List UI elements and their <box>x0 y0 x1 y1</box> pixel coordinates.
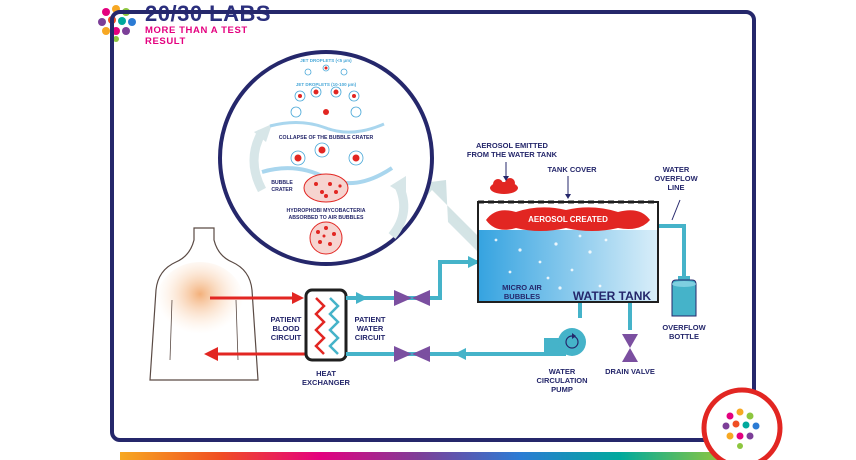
patient-blood-label-1: PATIENT <box>271 315 302 324</box>
micro-air-label-1: MICRO AIR <box>502 283 542 292</box>
aerosol-emitted-label-1: AEROSOL EMITTED <box>476 141 549 150</box>
patient-torso <box>149 227 259 381</box>
water-tank-label: WATER TANK <box>573 289 652 303</box>
overflow-bottle-label-1: OVERFLOW <box>662 323 706 332</box>
diagram-frame <box>110 10 756 442</box>
heat-exchanger-label-2: EXCHANGER <box>302 378 351 387</box>
heat-exchanger <box>304 288 348 362</box>
brand-tagline: MORE THAN A TEST RESULT <box>145 25 248 47</box>
patient-water-label-1: PATIENT <box>355 315 386 324</box>
valve-upper-icon <box>394 290 430 306</box>
inset-absorbed-label-2: ABSORBED TO AIR BUBBLES <box>289 215 364 221</box>
circulation-pump-icon <box>544 328 586 356</box>
water-overflow-label-1: WATER <box>663 165 690 174</box>
aerosol-created-label: AEROSOL CREATED <box>528 215 608 224</box>
water-overflow-label-2: OVERFLOW <box>654 174 698 183</box>
drain-valve-label: DRAIN VALVE <box>605 367 655 376</box>
valve-lower-icon <box>394 346 430 362</box>
inset-bubble-label: BUBBLE <box>271 180 293 186</box>
inset-jet-small-label: JET DROPLETS (<5 μm) <box>300 58 352 63</box>
tank-cover-label: TANK COVER <box>547 165 597 174</box>
water-tank <box>477 200 659 303</box>
aerosol-inset-circle: JET DROPLETS (<5 μm) JET DROPLETS (10-10… <box>218 50 434 266</box>
drain-valve-icon <box>622 334 638 362</box>
inset-absorbed-label-1: HYDROPHOBI MYCOBACTERIA <box>287 208 366 214</box>
inset-collapse-label: COLLAPSE OF THE BUBBLE CRATER <box>279 135 374 141</box>
water-overflow-label-3: LINE <box>667 183 684 192</box>
blood-circuit <box>204 292 306 361</box>
micro-air-label-2: BUBBLES <box>504 292 540 301</box>
inset-jet-large-label: JET DROPLETS (10-100 μm) <box>296 82 357 87</box>
overflow-bottle-label-2: BOTTLE <box>669 332 699 341</box>
overflow-bottle <box>671 276 697 317</box>
rainbow-bar <box>120 452 720 460</box>
corner-badge-icon <box>701 387 783 460</box>
aerosol-emitted-cloud <box>490 178 518 194</box>
water-pump-label-3: PUMP <box>551 385 573 394</box>
inset-crater-label: CRATER <box>271 187 292 193</box>
water-pump-label-2: CIRCULATION <box>536 376 587 385</box>
leader-arrows <box>503 162 681 221</box>
patient-blood-label-2: BLOOD <box>272 324 300 333</box>
patient-blood-label-3: CIRCUIT <box>271 333 302 342</box>
aerosol-emitted-label-2: FROM THE WATER TANK <box>467 150 558 159</box>
patient-water-label-3: CIRCUIT <box>355 333 386 342</box>
patient-water-label-2: WATER <box>357 324 384 333</box>
water-pump-label-1: WATER <box>549 367 576 376</box>
heat-exchanger-label-1: HEAT <box>316 369 336 378</box>
